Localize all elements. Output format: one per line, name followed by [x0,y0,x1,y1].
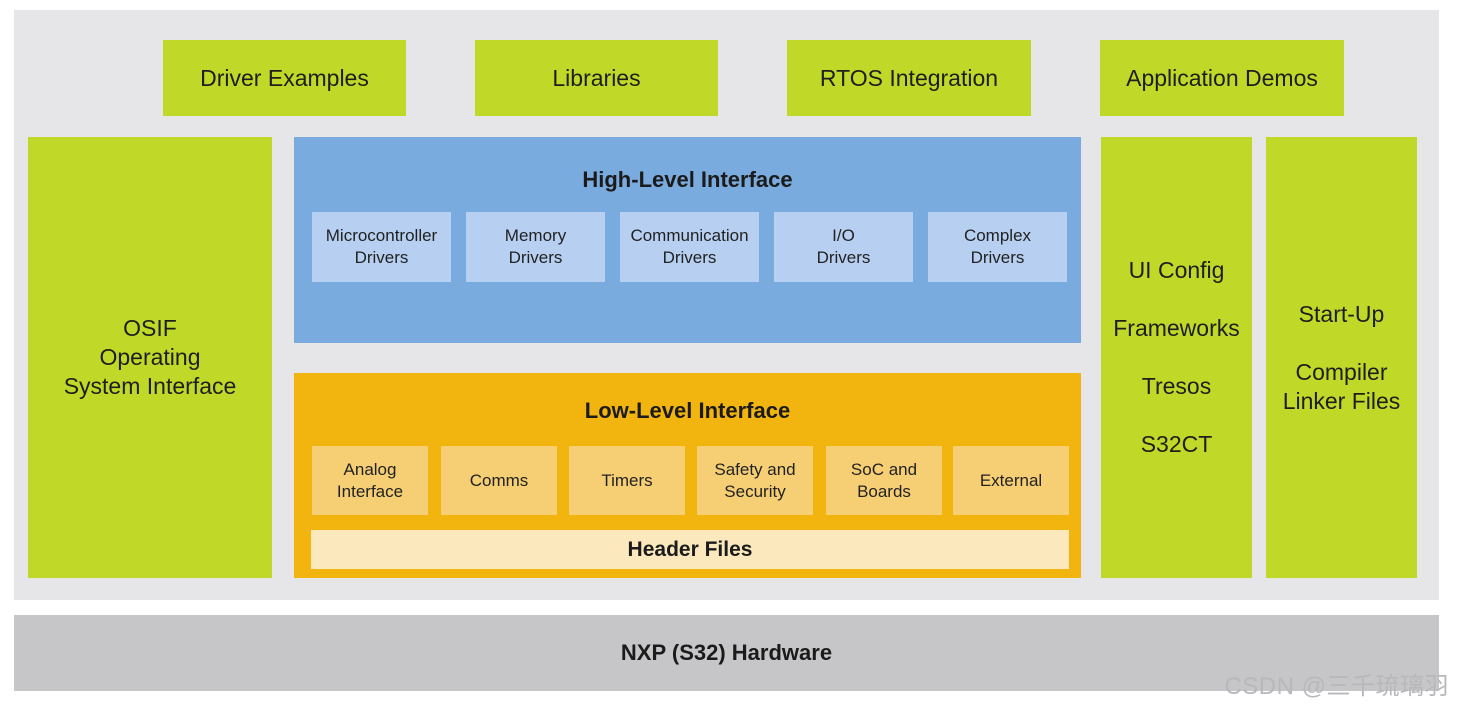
osif-line-1: OSIF [123,315,177,341]
ui-config-box: UI Config Frameworks Tresos S32CT [1101,137,1252,578]
soc-and-boards-box: SoC and Boards [826,446,942,515]
rtos-integration-box: RTOS Integration [787,40,1031,116]
watermark: CSDN @三千琉璃羽 [1224,673,1449,700]
ui-config-line-4: S32CT [1140,431,1213,457]
hl-item-line2: Drivers [816,248,871,267]
ll-item-line2: Interface [336,481,404,501]
analog-interface-box: Analog Interface [312,446,428,515]
libraries-label: Libraries [552,64,641,91]
libraries-box: Libraries [475,40,718,116]
ll-item-line1: Comms [469,470,529,490]
osif-box: OSIF Operating System Interface [28,137,272,578]
hl-item-line1: I/O [832,226,855,245]
header-files-label: Header Files [627,537,753,561]
comms-box: Comms [441,446,557,515]
io-drivers-box: I/O Drivers [774,212,913,282]
osif-line-3: System Interface [63,373,237,399]
driver-examples-label: Driver Examples [200,64,369,91]
ll-item-line2: Security [724,481,786,501]
hl-item-line2: Drivers [970,248,1025,267]
ll-item-line1: Timers [601,470,653,490]
ui-config-line-1: UI Config [1128,257,1225,283]
startup-line-3: Linker Files [1282,387,1401,414]
microcontroller-drivers-box: Microcontroller Drivers [312,212,451,282]
external-box: External [953,446,1069,515]
ll-item-line1: SoC and [850,459,918,479]
ll-item-line1: Safety and [714,459,796,479]
ui-config-line-2: Frameworks [1113,315,1240,341]
hl-item-line1: Complex [963,226,1032,245]
ui-config-line-3: Tresos [1141,373,1212,399]
hl-item-line1: Memory [504,226,567,245]
header-files-box: Header Files [311,530,1069,569]
driver-examples-box: Driver Examples [163,40,406,116]
hl-item-line2: Drivers [508,248,563,267]
hl-item-line1: Communication [630,226,749,245]
startup-line-2: Compiler [1295,358,1388,385]
ll-item-line1: Analog [343,459,397,479]
hl-item-line2: Drivers [354,248,409,267]
safety-and-security-box: Safety and Security [697,446,813,515]
startup-line-1: Start-Up [1298,300,1385,327]
low-level-interface-title: Low-Level Interface [584,398,791,423]
timers-box: Timers [569,446,685,515]
high-level-interface-title: High-Level Interface [582,167,793,192]
memory-drivers-box: Memory Drivers [466,212,605,282]
ll-item-line1: External [979,470,1043,490]
hl-item-line1: Microcontroller [325,226,438,245]
hardware-label: NXP (S32) Hardware [620,640,833,665]
complex-drivers-box: Complex Drivers [928,212,1067,282]
hl-item-line2: Drivers [662,248,717,267]
ll-item-line2: Boards [857,481,911,501]
osif-line-2: Operating [99,344,201,370]
application-demos-label: Application Demos [1126,64,1318,91]
communication-drivers-box: Communication Drivers [620,212,759,282]
hardware-box: NXP (S32) Hardware [14,615,1439,691]
rtos-integration-label: RTOS Integration [819,64,999,91]
startup-box: Start-Up Compiler Linker Files [1266,137,1417,578]
application-demos-box: Application Demos [1100,40,1344,116]
